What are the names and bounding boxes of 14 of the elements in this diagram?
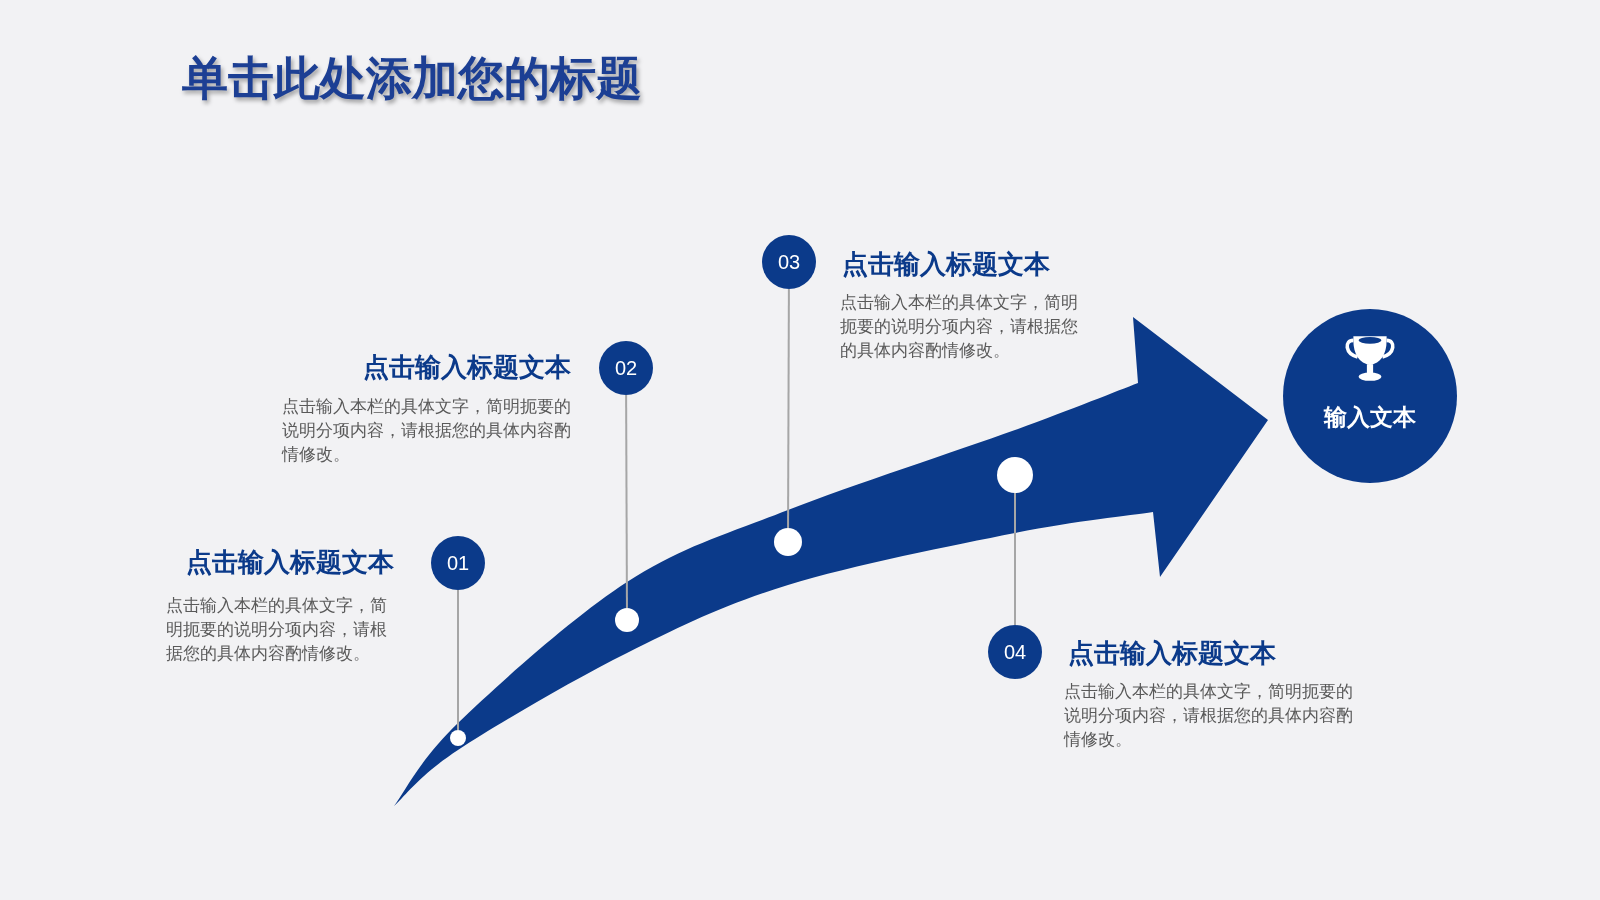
leader-line	[787, 288, 790, 529]
goal-label: 输入文本	[1324, 404, 1416, 430]
leader-line	[1014, 492, 1016, 626]
step-description: 点击输入本栏的具体文字，简明扼要的说明分项内容，请根据您的具体内容酌情修改。	[1064, 681, 1354, 750]
step-heading: 点击输入标题文本	[842, 248, 1050, 281]
step-heading: 点击输入标题文本	[1068, 637, 1276, 670]
step-heading: 点击输入标题文本	[186, 546, 394, 579]
leader-line	[625, 394, 628, 609]
slide-title: 单击此处添加您的标题	[182, 51, 642, 106]
step-description: 点击输入本栏的具体文字，简明扼要的说明分项内容，请根据您的具体内容酌情修改。	[282, 396, 572, 465]
step-heading: 点击输入标题文本	[363, 351, 571, 384]
step-description: 点击输入本栏的具体文字，简明扼要的说明分项内容，请根据您的具体内容酌情修改。	[166, 595, 388, 664]
leader-line	[457, 589, 459, 731]
step-description: 点击输入本栏的具体文字，简明扼要的说明分项内容，请根据您的具体内容酌情修改。	[840, 292, 1079, 361]
